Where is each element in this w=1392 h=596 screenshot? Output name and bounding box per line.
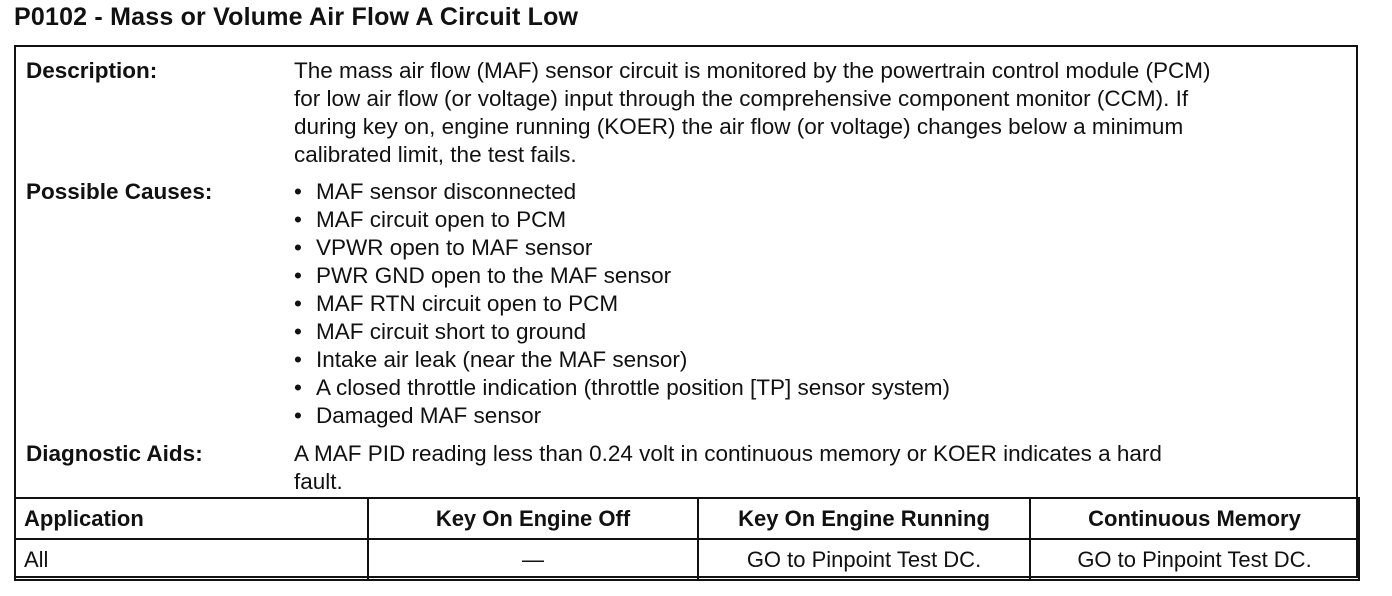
cause-item: Damaged MAF sensor [294,402,1346,430]
cell-key-on-engine-off: — [367,538,699,581]
description-label: Description: [26,58,158,83]
cause-item: A closed throttle indication (throttle p… [294,374,1346,402]
cause-item: MAF RTN circuit open to PCM [294,290,1346,318]
dtc-info-box: Description: The mass air flow (MAF) sen… [14,45,1360,581]
cause-item: PWR GND open to the MAF sensor [294,262,1346,290]
cell-application: All [14,538,369,581]
header-key-on-engine-running: Key On Engine Running [697,497,1031,540]
header-key-on-engine-off: Key On Engine Off [367,497,699,540]
cell-continuous-memory: GO to Pinpoint Test DC. [1029,538,1360,581]
cause-item: VPWR open to MAF sensor [294,234,1346,262]
possible-causes-list-container: MAF sensor disconnected MAF circuit open… [294,178,1346,430]
description-line: during key on, engine running (KOER) the… [294,114,1184,139]
header-continuous-memory: Continuous Memory [1029,497,1360,540]
table-row: All — GO to Pinpoint Test DC. GO to Pinp… [14,538,1360,581]
cause-item: MAF circuit open to PCM [294,206,1346,234]
diagnostic-aids-line: fault. [294,469,343,494]
diagnostic-aids-line: A MAF PID reading less than 0.24 volt in… [294,441,1162,466]
table-header-row: Application Key On Engine Off Key On Eng… [14,497,1360,540]
description-line: The mass air flow (MAF) sensor circuit i… [294,58,1211,83]
description-line: calibrated limit, the test fails. [294,142,577,167]
application-table: Application Key On Engine Off Key On Eng… [14,497,1360,581]
header-application: Application [14,497,369,540]
diagnostic-aids-label: Diagnostic Aids: [26,441,203,466]
description-text: The mass air flow (MAF) sensor circuit i… [294,57,1346,169]
cause-item: MAF sensor disconnected [294,178,1346,206]
page-title: P0102 - Mass or Volume Air Flow A Circui… [14,3,579,31]
cell-key-on-engine-running: GO to Pinpoint Test DC. [697,538,1031,581]
description-line: for low air flow (or voltage) input thro… [294,86,1189,111]
cause-item: MAF circuit short to ground [294,318,1346,346]
possible-causes-list: MAF sensor disconnected MAF circuit open… [294,178,1346,430]
diagnostic-aids-text: A MAF PID reading less than 0.24 volt in… [294,440,1346,496]
possible-causes-label: Possible Causes: [26,179,213,204]
cause-item: Intake air leak (near the MAF sensor) [294,346,1346,374]
